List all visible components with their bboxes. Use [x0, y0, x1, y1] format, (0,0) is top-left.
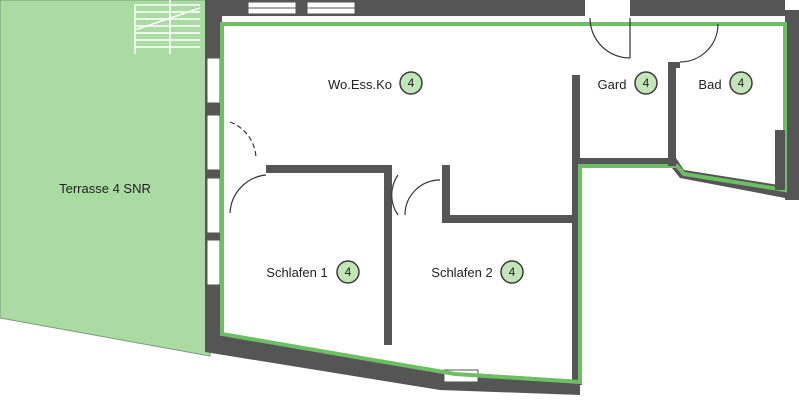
- stairs: [134, 0, 201, 54]
- apartment-outline: [220, 22, 787, 385]
- room-badge: [500, 260, 524, 284]
- room-label: Schlafen 1: [266, 265, 327, 280]
- room-label: Gard: [598, 77, 627, 92]
- entrance-gap: [585, 0, 630, 18]
- room-number: 4: [738, 76, 745, 90]
- room-badge: [399, 71, 423, 95]
- room-schlafen-1: Schlafen 1 4: [266, 260, 360, 284]
- apartment-floor: [222, 24, 785, 378]
- room-bad: Bad 4: [698, 71, 753, 95]
- room-badge: [634, 71, 658, 95]
- room-number: 4: [408, 76, 415, 90]
- terrace-label: Terrasse 4 SNR: [59, 181, 151, 196]
- terrace-area: [0, 0, 211, 357]
- room-label: Bad: [698, 77, 721, 92]
- room-wohnen: Wo.Ess.Ko 4: [328, 71, 423, 95]
- room-label: Wo.Ess.Ko: [328, 77, 392, 92]
- room-number: 4: [643, 76, 650, 90]
- room-gard: Gard 4: [598, 71, 658, 95]
- room-number: 4: [345, 265, 352, 279]
- room-badge: [336, 260, 360, 284]
- door-swings: [229, 17, 719, 216]
- room-schlafen-2: Schlafen 2 4: [431, 260, 524, 284]
- inner-walls: [266, 62, 785, 345]
- room-number: 4: [509, 265, 516, 279]
- room-badge: [729, 71, 753, 95]
- room-label: Schlafen 2: [431, 265, 492, 280]
